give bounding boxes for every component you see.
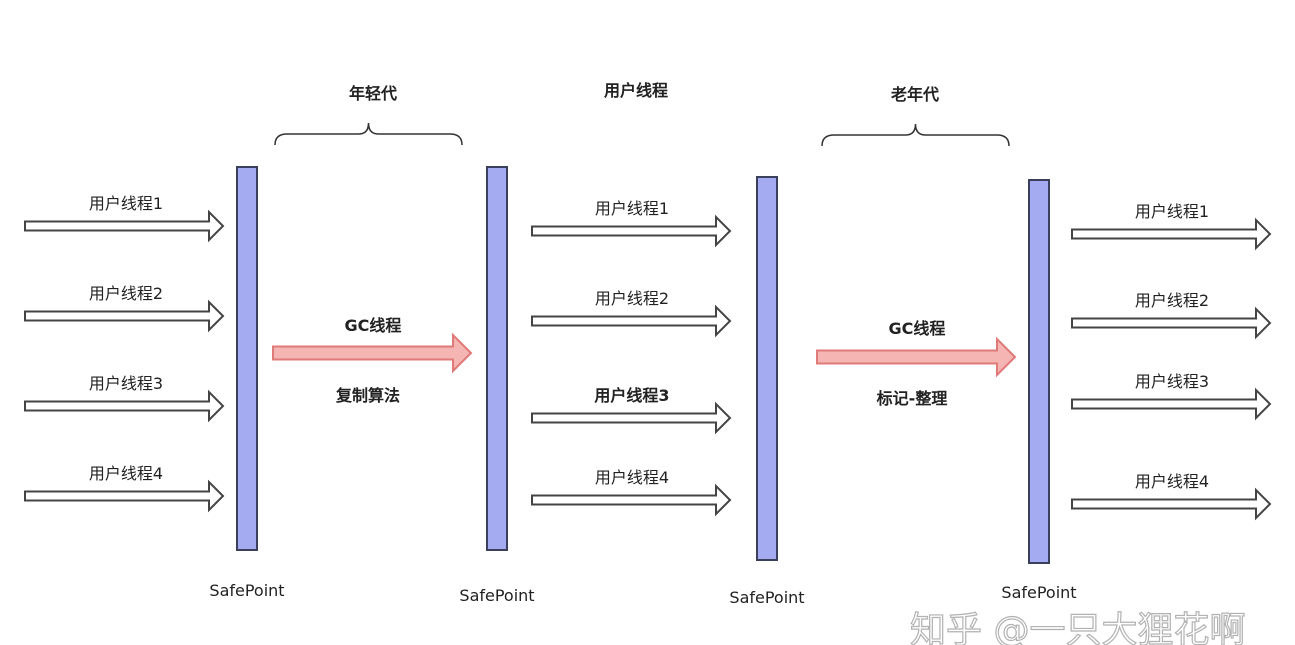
user-thread-arrow [531, 483, 732, 517]
old-gc-algorithm: 标记-整理 [876, 389, 948, 408]
user-thread-phase-title: 用户线程 [604, 81, 668, 100]
user-thread-arrow [24, 299, 225, 333]
safepoint-label: SafePoint [729, 588, 804, 607]
user-thread-arrow [24, 479, 225, 513]
safepoint-bar [756, 176, 778, 561]
gc-thread-arrow [816, 336, 1017, 378]
user-thread-label: 用户线程1 [595, 199, 669, 218]
user-thread-label: 用户线程3 [89, 374, 163, 393]
user-thread-arrow [531, 214, 732, 248]
curly-brace [274, 122, 463, 146]
curly-brace [821, 123, 1010, 147]
user-thread-arrow [24, 389, 225, 423]
watermark: 知乎 @一只大狸花啊 [910, 610, 1245, 645]
user-thread-arrow [1071, 306, 1272, 340]
user-thread-label: 用户线程4 [595, 468, 669, 487]
safepoint-label: SafePoint [1001, 583, 1076, 602]
user-thread-arrow [1071, 487, 1272, 521]
user-thread-label: 用户线程2 [1135, 291, 1209, 310]
user-thread-label: 用户线程1 [1135, 202, 1209, 221]
user-thread-arrow [1071, 387, 1272, 421]
user-thread-label: 用户线程2 [89, 284, 163, 303]
safepoint-label: SafePoint [209, 581, 284, 600]
user-thread-arrow [24, 209, 225, 243]
user-thread-label: 用户线程4 [89, 464, 163, 483]
user-thread-label: 用户线程2 [595, 289, 669, 308]
user-thread-arrow [531, 401, 732, 435]
old-gc-label: GC线程 [889, 319, 946, 338]
user-thread-arrow [1071, 217, 1272, 251]
safepoint-label: SafePoint [459, 586, 534, 605]
user-thread-label: 用户线程3 [594, 386, 669, 405]
user-thread-label: 用户线程1 [89, 194, 163, 213]
safepoint-bar [1028, 179, 1050, 564]
user-thread-label: 用户线程3 [1135, 372, 1209, 391]
safepoint-bar [236, 166, 258, 551]
safepoint-bar [486, 166, 508, 551]
old-gen-title: 老年代 [890, 85, 939, 104]
young-gc-label: GC线程 [345, 316, 402, 335]
gc-thread-arrow [272, 332, 473, 374]
young-gen-title: 年轻代 [349, 84, 397, 103]
young-gc-algorithm: 复制算法 [335, 386, 400, 405]
user-thread-arrow [531, 304, 732, 338]
user-thread-label: 用户线程4 [1135, 472, 1209, 491]
